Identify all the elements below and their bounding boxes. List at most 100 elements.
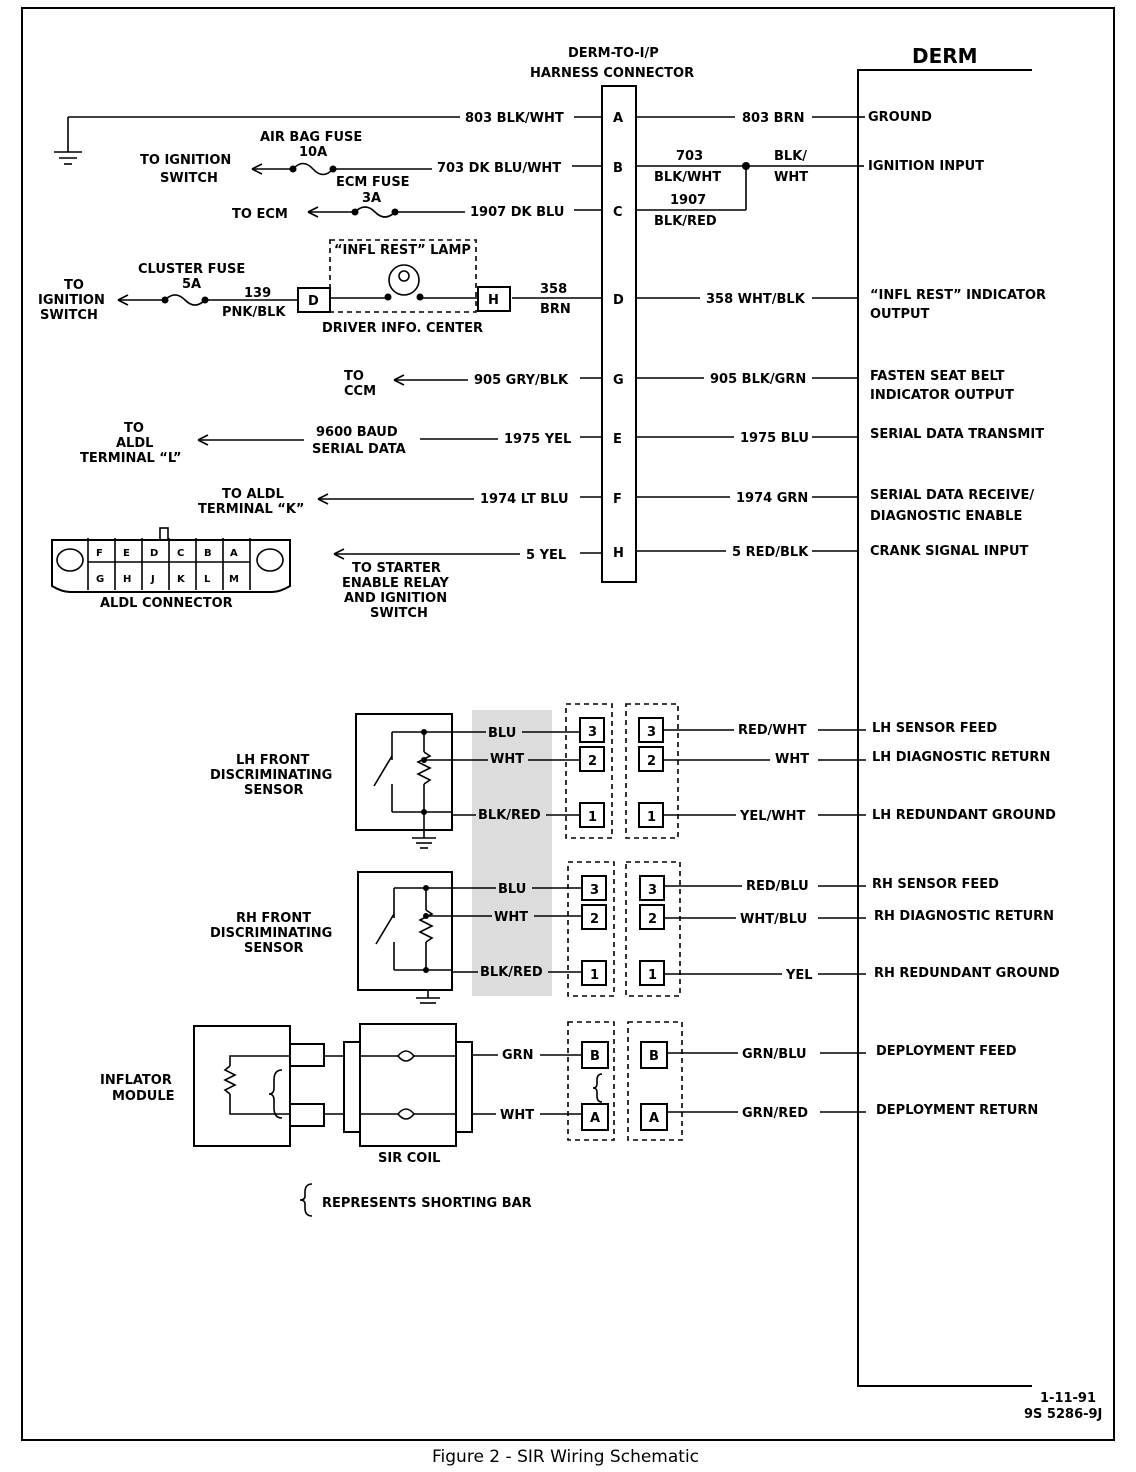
pin-num: A — [649, 1111, 659, 1126]
derm-label: OUTPUT — [870, 307, 930, 322]
pin-label: E — [613, 432, 622, 447]
wire-label: 139 — [244, 286, 271, 301]
baud-label: 9600 BAUD — [316, 425, 398, 440]
aldl-pin: C — [177, 548, 184, 559]
lh-connector-b — [625, 703, 679, 839]
wire-label: WHT — [500, 1108, 534, 1123]
wire-label: 1907 DK BLU — [470, 205, 564, 220]
wire-label: PNK/BLK — [222, 305, 286, 320]
harness-title-2: HARNESS CONNECTOR — [530, 66, 694, 81]
rh-sensor-label: RH FRONT — [236, 911, 311, 926]
wire-label: 905 BLK/GRN — [710, 372, 806, 387]
pin-num: 2 — [648, 912, 657, 927]
destination-label: IGNITION — [38, 293, 105, 308]
rh-sensor-label: SENSOR — [244, 941, 304, 956]
lh-connector-a — [565, 703, 613, 839]
destination-label: SWITCH — [370, 606, 428, 621]
destination-label: CCM — [344, 384, 376, 399]
pin-num: 3 — [648, 883, 657, 898]
wire-label: GRN/BLU — [742, 1047, 807, 1062]
wire-label: WHT — [774, 170, 808, 185]
destination-label: TO ECM — [232, 207, 288, 222]
shorting-bar-legend-icon — [299, 1183, 313, 1217]
wire-label: WHT — [490, 752, 524, 767]
wire-label: RED/BLU — [746, 879, 809, 894]
derm-label: CRANK SIGNAL INPUT — [870, 544, 1029, 559]
wire-label: 905 GRY/BLK — [474, 373, 569, 388]
derm-label: RH SENSOR FEED — [872, 877, 999, 892]
destination-label: TO — [344, 369, 364, 384]
dic-dashed-box — [329, 239, 477, 313]
fuse-label: AIR BAG FUSE — [260, 130, 362, 145]
pin-label: B — [613, 161, 623, 176]
derm-label: LH REDUNDANT GROUND — [872, 808, 1056, 823]
pin-num: B — [649, 1049, 659, 1064]
wire-label: 1975 YEL — [504, 432, 571, 447]
aldl-connector-label: ALDL CONNECTOR — [100, 596, 233, 611]
wire-label: BRN — [540, 302, 571, 317]
wire-label: BLU — [498, 882, 526, 897]
pin-num: 3 — [588, 725, 597, 740]
derm-label: DEPLOYMENT FEED — [876, 1044, 1017, 1059]
pin-num: 3 — [590, 883, 599, 898]
derm-label: DEPLOYMENT RETURN — [876, 1103, 1038, 1118]
lamp-bulb-icon — [388, 264, 420, 296]
dep-connector-a — [567, 1021, 615, 1141]
aldl-pin: F — [96, 548, 103, 559]
wire-label: YEL — [785, 968, 813, 983]
derm-title: DERM — [912, 44, 978, 68]
legend-text: REPRESENTS SHORTING BAR — [322, 1196, 532, 1211]
lamp-label: “INFL REST” LAMP — [334, 243, 471, 258]
destination-label: SWITCH — [40, 308, 98, 323]
wire-label: BLU — [488, 726, 516, 741]
fuse-rating: 10A — [299, 145, 327, 160]
destination-label: TO IGNITION — [140, 153, 231, 168]
inflator-module — [193, 1025, 325, 1147]
dep-connector-b — [627, 1021, 683, 1141]
ref-date: 1-11-91 — [1040, 1391, 1096, 1406]
wire-label: 803 BLK/WHT — [465, 111, 564, 126]
derm-label: SERIAL DATA RECEIVE/ — [870, 488, 1034, 503]
fuse-label: CLUSTER FUSE — [138, 262, 245, 277]
derm-label: LH DIAGNOSTIC RETURN — [872, 750, 1050, 765]
pin-label: G — [613, 373, 624, 388]
pin-num: 1 — [647, 810, 656, 825]
sir-coil — [324, 1023, 473, 1147]
derm-label: RH REDUNDANT GROUND — [874, 966, 1060, 981]
destination-label: SWITCH — [160, 171, 218, 186]
harness-title-1: DERM-TO-I/P — [568, 46, 659, 61]
lh-sensor — [355, 713, 453, 849]
wire-label: WHT — [775, 752, 809, 767]
pin-num: A — [590, 1111, 600, 1126]
harness-connector — [601, 85, 637, 583]
destination-label: TERMINAL “K” — [198, 502, 304, 517]
derm-block — [857, 69, 1032, 1387]
aldl-pin: B — [204, 548, 212, 559]
outer-frame — [21, 7, 1115, 1441]
lh-sensor-label: SENSOR — [244, 783, 304, 798]
fuse-rating: 3A — [362, 191, 381, 206]
rh-sensor-label: DISCRIMINATING — [210, 926, 332, 941]
derm-label: INDICATOR OUTPUT — [870, 388, 1014, 403]
aldl-pin: J — [150, 574, 155, 585]
dic-pin-d — [297, 287, 331, 313]
pin-label: C — [613, 205, 623, 220]
wire-label: RED/WHT — [738, 723, 807, 738]
aldl-pin: M — [229, 574, 239, 585]
pin-label: F — [613, 492, 622, 507]
wire-label: BLK/ — [774, 149, 807, 164]
wire-label: BLK/RED — [654, 214, 717, 229]
derm-label: SERIAL DATA TRANSMIT — [870, 427, 1044, 442]
wire-label: 803 BRN — [742, 111, 804, 126]
wire-label: BLK/WHT — [654, 170, 721, 185]
right-wires: 803 BRN 703 BLK/WHT 1907 BLK/RED BLK/ WH… — [636, 111, 865, 560]
pin-num: 2 — [590, 912, 599, 927]
wire-label: 703 — [676, 149, 703, 164]
aldl-cells — [87, 538, 251, 590]
lh-sensor-label: LH FRONT — [236, 753, 310, 768]
pin-label: H — [613, 546, 624, 561]
inflator-label: INFLATOR — [100, 1073, 172, 1088]
derm-label: DIAGNOSTIC ENABLE — [870, 509, 1022, 524]
pin-label: D — [613, 293, 624, 308]
